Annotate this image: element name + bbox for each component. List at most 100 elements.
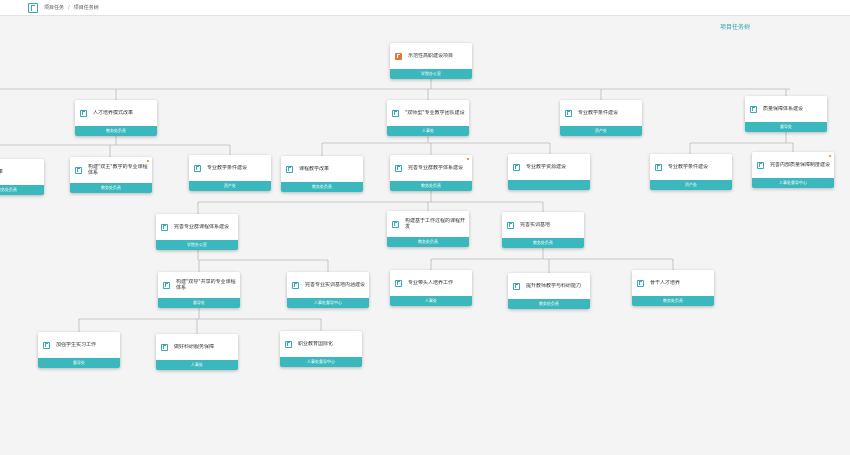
task-owner: 学院办公室: [390, 69, 472, 79]
task-name: 人才培养模式改革: [93, 110, 134, 116]
task-name: "双师型"专业教学团队建设: [405, 110, 465, 116]
status-dot-icon: [147, 160, 149, 162]
task-node[interactable]: 专业教学资源建设: [508, 154, 590, 190]
breadcrumb: 项目任务 / 项目任务树: [44, 4, 99, 12]
task-name: 学改革: [0, 169, 4, 175]
task-owner: 人事处督导中心: [752, 178, 834, 188]
task-node[interactable]: 完善内部质量保障制度建设人事处督导中心: [752, 152, 834, 188]
task-owner: 教务处负责: [0, 185, 44, 195]
task-icon: [392, 109, 399, 117]
task-name: 专业教学条件建设: [578, 110, 619, 116]
task-icon: [43, 341, 50, 349]
task-node-body: 构建"双主"教学的专业课程体系: [70, 157, 152, 183]
task-node-body: 骨干人才培养: [632, 270, 714, 296]
task-node-body: 专业教学资源建设: [508, 154, 590, 180]
connector-level4: [78, 306, 322, 334]
connector-talent: [0, 134, 231, 157]
task-node[interactable]: 完善实训基地教务处负责: [502, 212, 584, 248]
task-node-body: 质量保障体系建设: [745, 96, 827, 122]
task-icon: [637, 279, 644, 287]
task-node[interactable]: 课程教学改革教务处负责: [281, 156, 363, 192]
task-name: 构建基于工作过程的课程开发: [405, 218, 465, 230]
task-name: 完善专业群教学体系建设: [408, 165, 464, 171]
task-owner: 人事处督导中心: [280, 357, 362, 367]
tree-view-link[interactable]: 项目任务树: [720, 24, 751, 31]
task-node-body: 构建基于工作过程的课程开发: [387, 211, 469, 237]
task-name: 完善实训基地: [520, 222, 551, 228]
task-icon: [161, 223, 168, 231]
task-node[interactable]: 完善专业实训基地内涵建设人事处督导中心: [287, 272, 369, 308]
task-node[interactable]: 完善专业群课程体系建设学院办公室: [156, 214, 238, 250]
task-node-body: 专业教学条件建设: [650, 154, 732, 180]
task-node-body: 学改革: [0, 159, 44, 185]
task-node[interactable]: 人才培养模式改革教务处负责: [75, 100, 157, 136]
task-node[interactable]: 专业教学条件建设资产处: [560, 100, 642, 136]
task-name: 完善内部质量保障制度建设: [770, 162, 830, 168]
task-node-body: 人才培养模式改革: [75, 100, 157, 126]
task-node[interactable]: 质量保障体系建设督导处: [745, 96, 827, 132]
connector-team: [321, 136, 551, 156]
task-node-body: 完善内部质量保障制度建设: [752, 152, 834, 178]
task-node-body: 专业教学条件建设: [189, 155, 271, 181]
task-node-body: "双师型"专业教学团队建设: [387, 100, 469, 126]
task-name: 做好科研服务保障: [174, 344, 215, 350]
task-node[interactable]: 构建"双主"教学的专业课程体系教务处负责: [70, 157, 152, 193]
task-owner: 教务处负责: [508, 299, 590, 309]
task-name: 职业教育国际化: [298, 341, 334, 347]
task-icon: [395, 52, 402, 60]
task-node[interactable]: 专业教学条件建设资产处: [650, 154, 732, 190]
status-dot-icon: [467, 158, 469, 160]
task-node[interactable]: 加强学生实习工作督导处: [38, 332, 120, 368]
task-icon: [565, 109, 572, 117]
task-owner: 人事处: [390, 296, 472, 306]
task-name: 骨干人才培养: [650, 280, 681, 286]
task-node[interactable]: 专业教学条件建设资产处: [189, 155, 271, 191]
task-name: 完善专业实训基地内涵建设: [305, 282, 365, 288]
task-icon: [395, 164, 402, 172]
connector-level3-left: [197, 247, 329, 272]
task-owner: 学院办公室: [156, 240, 238, 250]
task-icon: [750, 105, 757, 113]
task-owner: 教务处负责: [281, 182, 363, 192]
task-node[interactable]: 示范性高职建设项目学院办公室: [390, 43, 472, 79]
task-node[interactable]: 构建"双导"共享的专业课程体系督导处: [158, 272, 240, 308]
task-name: 加强学生实习工作: [56, 342, 97, 348]
task-node-body: 职业教育国际化: [280, 331, 362, 357]
app-logo-icon[interactable]: [28, 2, 38, 13]
task-icon: [513, 282, 520, 290]
task-node-body: 完善专业实训基地内涵建设: [287, 272, 369, 298]
connector-level2: [197, 191, 544, 214]
task-node[interactable]: 专业带头人培养工作人事处: [390, 270, 472, 306]
task-icon: [513, 163, 520, 171]
task-owner: 人事处: [387, 126, 469, 136]
task-owner: 教务处负责: [632, 296, 714, 306]
task-icon: [292, 281, 299, 289]
task-node[interactable]: 职业教育国际化人事处督导中心: [280, 331, 362, 367]
task-icon: [655, 163, 662, 171]
task-node[interactable]: 构建基于工作过程的课程开发教务处负责: [387, 211, 469, 247]
breadcrumb-item-project-tasks[interactable]: 项目任务: [44, 5, 65, 11]
task-owner: 教务处负责: [70, 183, 152, 193]
task-owner: 人事处督导中心: [287, 298, 369, 308]
connector-quality: [689, 130, 794, 154]
task-icon: [285, 340, 292, 348]
task-owner: 督导处: [745, 122, 827, 132]
task-node[interactable]: 做好科研服务保障人事处: [156, 334, 238, 370]
task-owner: [508, 180, 590, 190]
task-owner: 教务处负责: [75, 126, 157, 136]
task-node[interactable]: 完善专业群教学体系建设教务处负责: [390, 155, 472, 191]
task-node-body: 构建"双导"共享的专业课程体系: [158, 272, 240, 298]
task-owner: 督导处: [158, 298, 240, 308]
task-icon: [392, 220, 399, 228]
task-node-body: 课程教学改革: [281, 156, 363, 182]
task-name: 构建"双导"共享的专业课程体系: [176, 279, 236, 291]
task-node[interactable]: 提升教师教学与科研能力教务处负责: [508, 273, 590, 309]
task-icon: [194, 164, 201, 172]
task-name: 专业教学条件建设: [668, 164, 709, 170]
task-node[interactable]: 骨干人才培养教务处负责: [632, 270, 714, 306]
task-node-body: 提升教师教学与科研能力: [508, 273, 590, 299]
task-node-body: 做好科研服务保障: [156, 334, 238, 360]
task-node[interactable]: "双师型"专业教学团队建设人事处: [387, 100, 469, 136]
task-owner: 人事处: [156, 360, 238, 370]
